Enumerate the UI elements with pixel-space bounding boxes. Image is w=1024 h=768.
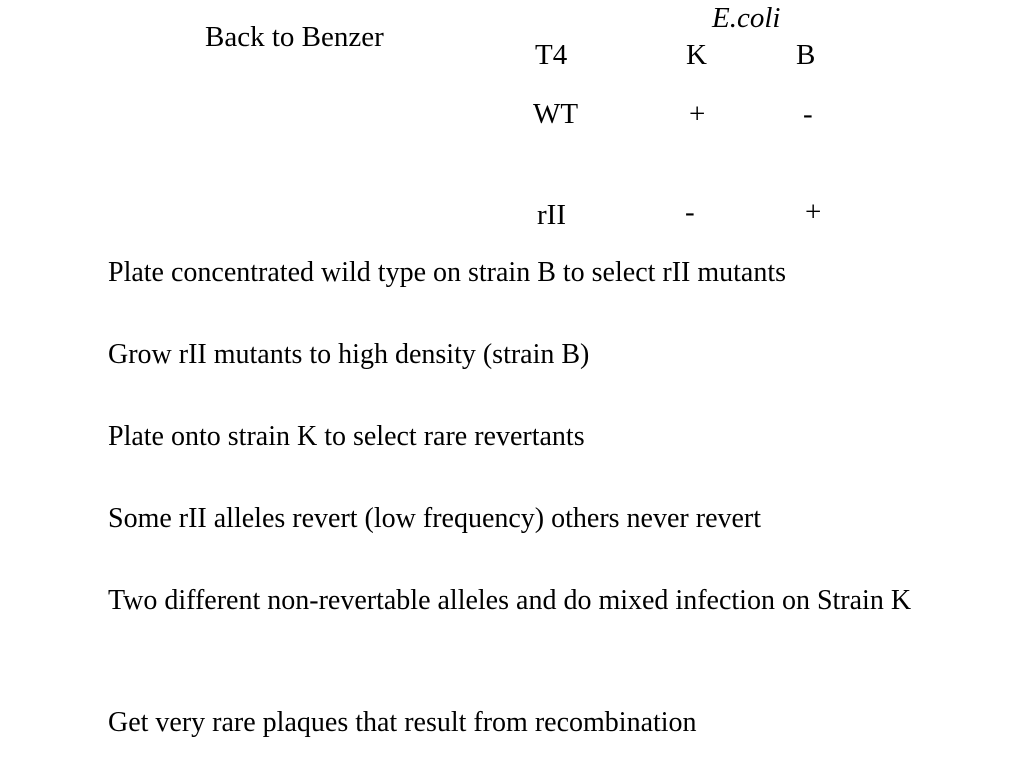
paragraph-4: Some rII alleles revert (low frequency) … bbox=[108, 503, 762, 534]
paragraph-5: Two different non-revertable alleles and… bbox=[108, 585, 912, 616]
cell-wt-b: - bbox=[803, 98, 813, 130]
row-label-wt: WT bbox=[533, 98, 579, 130]
column-header-b: B bbox=[796, 39, 816, 71]
paragraph-6: Get very rare plaques that result from r… bbox=[108, 707, 697, 738]
cell-wt-k: + bbox=[689, 98, 706, 130]
column-header-t4: T4 bbox=[535, 39, 568, 71]
paragraph-3: Plate onto strain K to select rare rever… bbox=[108, 421, 585, 452]
cell-rii-b: + bbox=[805, 196, 822, 228]
ecoli-header: E.coli bbox=[712, 2, 781, 34]
paragraph-1: Plate concentrated wild type on strain B… bbox=[108, 257, 787, 288]
column-header-k: K bbox=[686, 39, 707, 71]
slide-title: Back to Benzer bbox=[205, 21, 384, 53]
paragraph-2: Grow rII mutants to high density (strain… bbox=[108, 339, 590, 370]
cell-rii-k: - bbox=[685, 196, 695, 228]
row-label-rii: rII bbox=[537, 199, 566, 231]
